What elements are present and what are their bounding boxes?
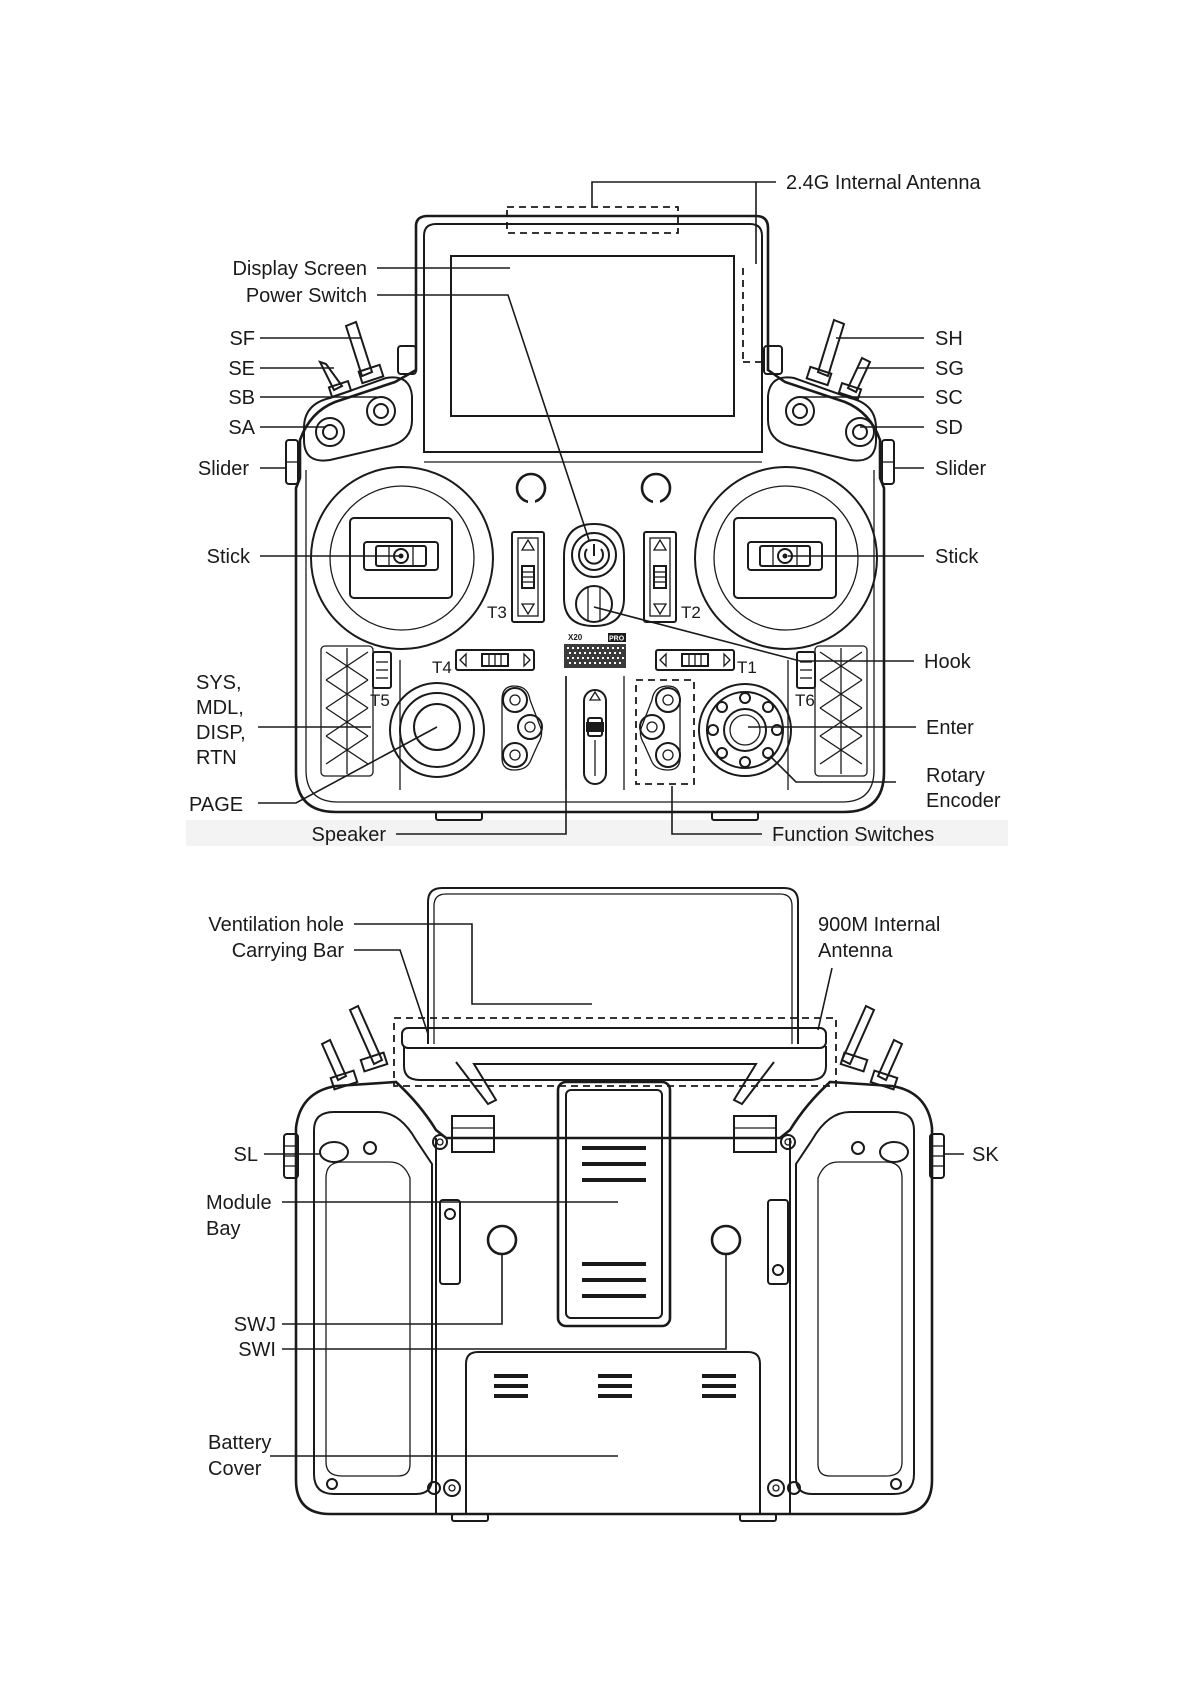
label-sys-4: RTN [196,747,237,769]
label-power-switch: Power Switch [246,285,367,307]
sd-switch-base [846,418,874,446]
battery-cover [466,1352,760,1514]
label-swj: SWJ [234,1314,276,1336]
antenna-24g-region-top [507,207,678,233]
label-ventilation-hole: Ventilation hole [208,914,344,936]
grille-right [815,646,867,776]
label-page: PAGE [189,794,243,816]
label-sk: SK [972,1144,999,1166]
label-antenna-24g: 2.4G Internal Antenna [786,172,981,194]
label-sg: SG [935,358,964,380]
label-speaker: Speaker [312,824,387,846]
label-sys-1: SYS, [196,672,242,694]
trim-t4 [456,650,534,670]
label-t1: T1 [737,658,757,677]
label-antenna-900m-2: Antenna [818,940,893,962]
back-toggles-right [841,1006,902,1089]
label-rotary-1: Rotary [926,765,985,787]
label-module-2: Bay [206,1218,240,1240]
label-sh: SH [935,328,963,350]
back-toggles-left [322,1006,387,1089]
label-sd: SD [935,417,963,439]
label-slider-left: Slider [198,458,249,480]
label-sf: SF [229,328,255,350]
label-battery-2: Cover [208,1458,262,1480]
label-stick-right: Stick [935,546,979,568]
display-screen [451,256,734,416]
grille-left [321,646,373,776]
module-bay [558,1082,670,1326]
speaker-grille [564,644,626,668]
right-gimbal [695,467,877,649]
label-slider-right: Slider [935,458,986,480]
label-t5: T5 [370,691,390,710]
left-gimbal [311,467,493,649]
function-switches [636,680,694,784]
label-function-switches: Function Switches [772,824,934,846]
label-sc: SC [935,387,963,409]
trim-t6 [797,652,815,688]
label-swi: SWI [238,1339,276,1361]
trim-t5 [373,652,391,688]
back-view: Ventilation hole Carrying Bar 900M Inter… [206,888,999,1521]
swj-button [488,1226,516,1254]
label-stick-left: Stick [207,546,251,568]
label-sb: SB [228,387,255,409]
label-sys-2: MDL, [196,697,244,719]
label-sl: SL [234,1144,258,1166]
label-carrying-bar: Carrying Bar [232,940,345,962]
sc-switch-base [786,397,814,425]
swi-button [712,1226,740,1254]
trim-t2 [644,532,676,622]
sa-switch-base [316,418,344,446]
trim-t1 [656,650,734,670]
brand-text: X20 [568,633,583,642]
center-slide-switch [584,690,606,784]
brand-logo: X20 PRO [568,633,626,643]
label-t3: T3 [487,603,507,622]
label-enter: Enter [926,717,974,739]
label-sa: SA [228,417,255,439]
right-shoulder-switches [764,320,876,461]
label-module-1: Module [206,1192,272,1214]
label-t4: T4 [432,658,452,677]
top-small-buttons [517,474,670,505]
label-t6: T6 [795,691,815,710]
label-antenna-900m-1: 900M Internal [818,914,940,936]
label-hook: Hook [924,651,972,673]
brand-badge: PRO [609,636,625,643]
label-se: SE [228,358,255,380]
left-button-cluster [502,686,542,770]
label-sys-3: DISP, [196,722,246,744]
power-switch-button [564,524,624,626]
label-display-screen: Display Screen [232,258,367,280]
left-shoulder-switches [304,322,416,461]
trim-t3 [512,532,544,622]
page-button [390,683,484,777]
front-view: X20 PRO T3 T2 T4 T1 T5 T6 [186,172,1008,846]
sb-switch-base [367,397,395,425]
label-t2: T2 [681,603,701,622]
label-rotary-2: Encoder [926,790,1001,812]
label-battery-1: Battery [208,1432,271,1454]
